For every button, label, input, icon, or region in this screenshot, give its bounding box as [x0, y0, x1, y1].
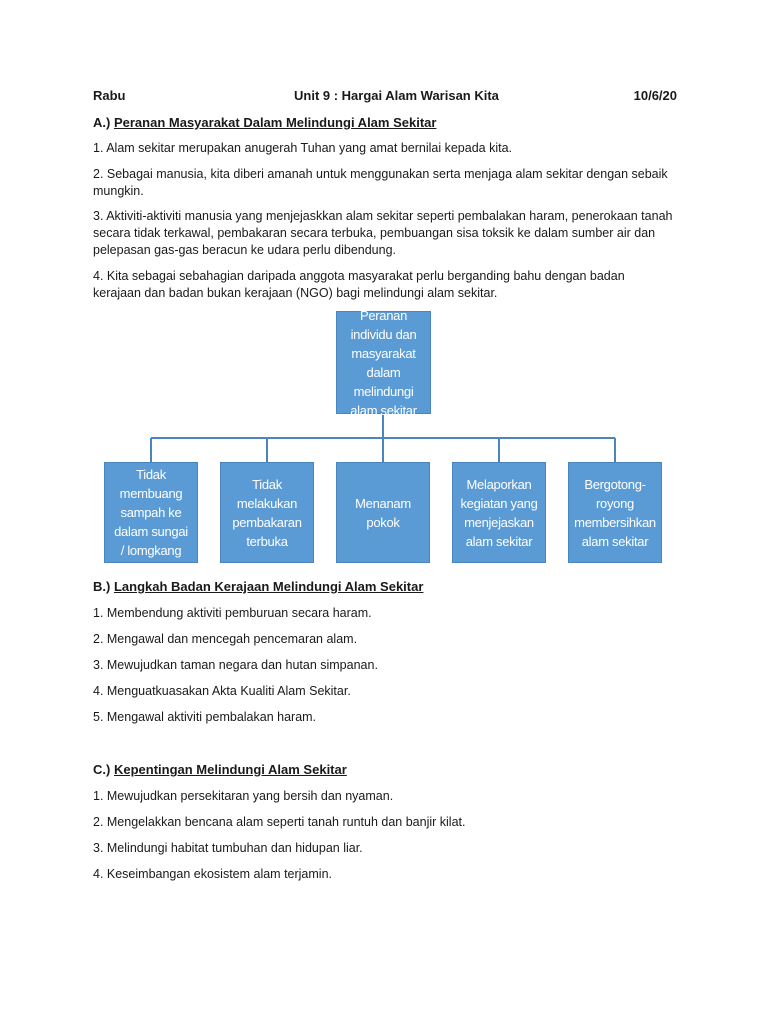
section-a-title: Peranan Masyarakat Dalam Melindungi Alam…: [113, 115, 437, 130]
section-a-heading: A.) Peranan Masyarakat Dalam Melindungi …: [93, 115, 436, 130]
section-c-title: Kepentingan Melindungi Alam Sekitar: [113, 762, 347, 777]
section-b-title: Langkah Badan Kerajaan Melindungi Alam S…: [113, 579, 424, 594]
section-c-item: 2. Mengelakkan bencana alam seperti tana…: [93, 815, 466, 829]
section-a-item: 4. Kita sebagai sebahagian daripada angg…: [93, 269, 625, 300]
section-b-item: 2. Mengawal dan mencegah pencemaran alam…: [93, 632, 358, 646]
header-unit-title: Unit 9 : Hargai Alam Warisan Kita: [294, 88, 499, 103]
section-b-item: 4. Menguatkuasakan Akta Kualiti Alam Sek…: [93, 684, 351, 698]
section-c-item: 1. Mewujudkan persekitaran yang bersih d…: [93, 789, 394, 803]
section-b-item: 3. Mewujudkan taman negara dan hutan sim…: [93, 658, 378, 672]
document-header: Rabu Unit 9 : Hargai Alam Warisan Kita 1…: [93, 88, 677, 106]
section-b-prefix: B.): [93, 579, 111, 594]
section-b-item: 5. Mengawal aktiviti pembalakan haram.: [93, 710, 317, 724]
section-c-item: 3. Melindungi habitat tumbuhan dan hidup…: [93, 841, 363, 855]
section-a-item: 1. Alam sekitar merupakan anugerah Tuhan…: [93, 141, 513, 155]
diagram-root-box: Peranan individu dan masyarakat dalam me…: [336, 308, 431, 418]
section-b-heading: B.) Langkah Badan Kerajaan Melindungi Al…: [93, 579, 423, 594]
diagram-child-box: Tidak melakukan pembakaran terbuka: [220, 462, 314, 563]
section-a-item: 3. Aktiviti-aktiviti manusia yang menjej…: [93, 209, 673, 257]
diagram-child-box: Bergotong-royong membersihkan alam sekit…: [568, 462, 662, 563]
diagram-child-box: Menanam pokok: [336, 462, 430, 563]
section-a-item: 2. Sebagai manusia, kita diberi amanah u…: [93, 167, 668, 198]
diagram-child-box: Tidak membuang sampah ke dalam sungai / …: [104, 462, 198, 563]
section-a-prefix: A.): [93, 115, 111, 130]
header-date: 10/6/20: [633, 88, 677, 103]
section-b-item: 1. Membendung aktiviti pemburuan secara …: [93, 606, 372, 620]
section-c-heading: C.) Kepentingan Melindungi Alam Sekitar: [93, 762, 347, 777]
section-c-prefix: C.): [93, 762, 111, 777]
section-c-item: 4. Keseimbangan ekosistem alam terjamin.: [93, 867, 333, 881]
diagram-child-box: Melaporkan kegiatan yang menjejaskan ala…: [452, 462, 546, 563]
header-day: Rabu: [93, 88, 126, 103]
